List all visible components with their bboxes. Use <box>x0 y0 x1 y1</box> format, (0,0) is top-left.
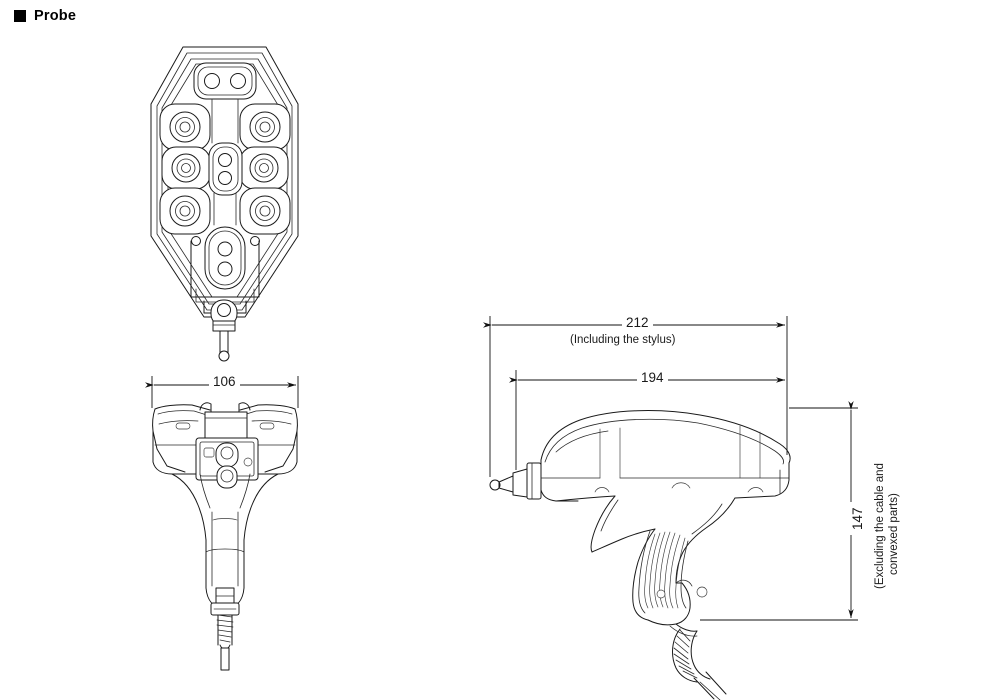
dimension-147-note-line2: convexed parts) <box>888 490 902 578</box>
dimension-147-value: 147 <box>850 502 866 535</box>
dimension-212-note: (Including the stylus) <box>566 334 680 348</box>
dimension-212-value: 212 <box>622 315 653 331</box>
dimension-106-value: 106 <box>209 374 240 390</box>
page-title-label: Probe <box>34 8 77 24</box>
dimension-194-value: 194 <box>637 370 668 386</box>
dimension-147-note-line1: (Excluding the cable and <box>874 460 888 592</box>
dimension-147 <box>700 401 858 621</box>
filled-square-icon <box>14 10 26 23</box>
front-view <box>152 402 298 671</box>
top-view <box>150 46 299 362</box>
side-view <box>489 410 791 700</box>
page-title: Probe <box>14 9 76 24</box>
